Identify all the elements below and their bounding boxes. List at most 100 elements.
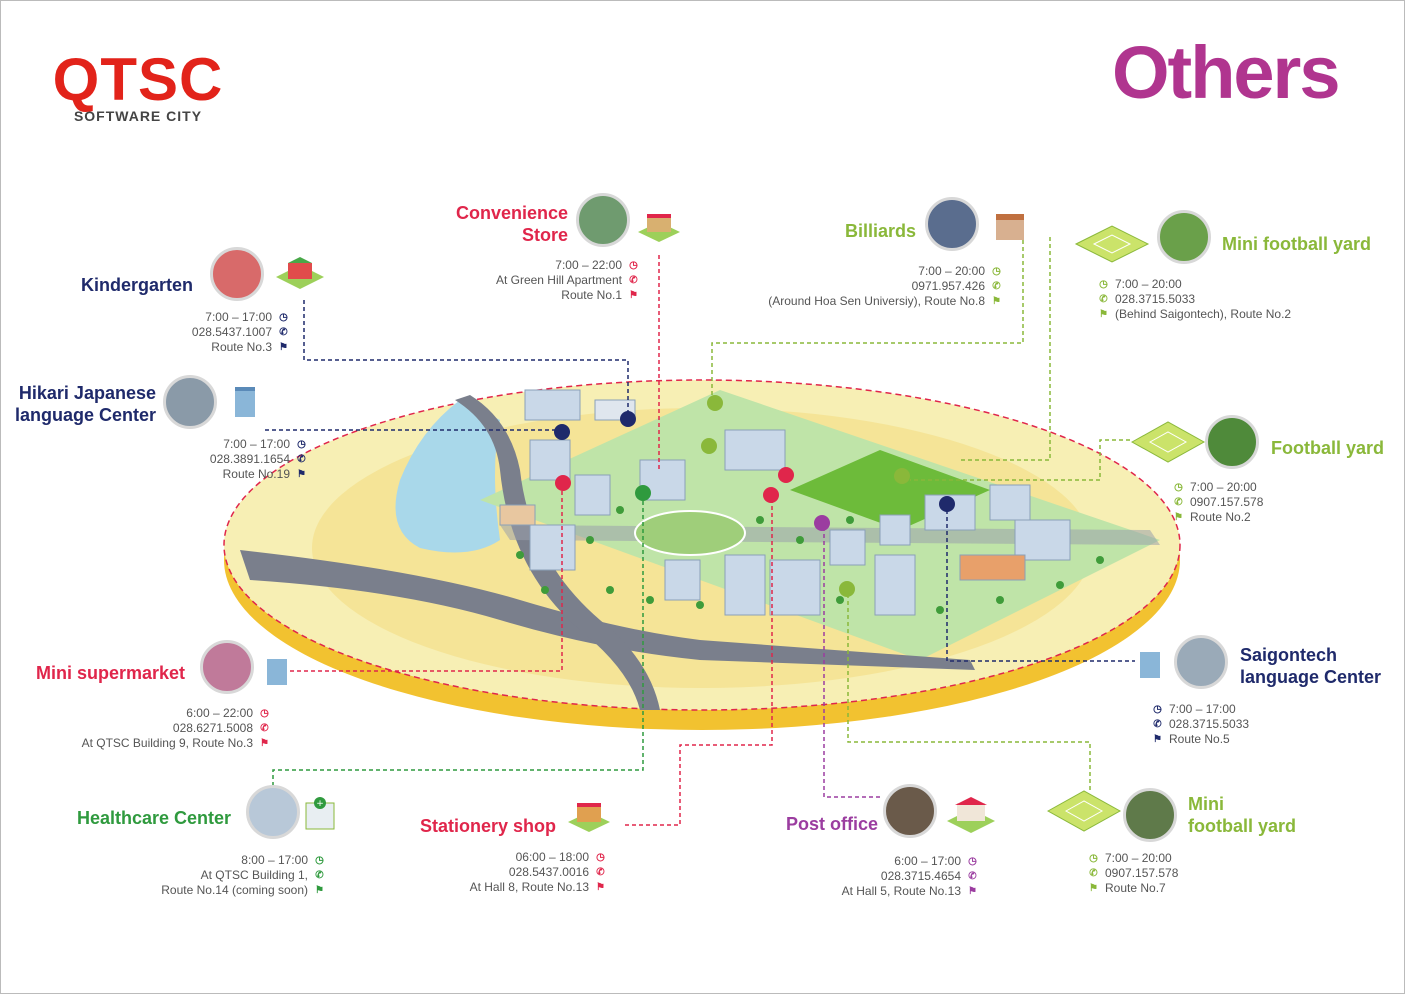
flag-icon: ⚑ [992,296,1001,307]
phone-icon: ✆ [1099,294,1108,305]
supermarket-photo [200,640,254,694]
pin-billiards [707,395,723,411]
convenience-hours: 7:00 – 22:00 [555,258,622,272]
flag-icon: ⚑ [1099,309,1108,320]
mini-football-hours: 7:00 – 20:00 [1115,277,1182,291]
flag-icon: ⚑ [596,882,605,893]
kindergarten-title: Kindergarten [81,275,194,295]
post-office-title: Post office [786,814,879,834]
saigontech-photo [1174,635,1228,689]
mini-football-photo [1157,210,1211,264]
flag-icon: ⚑ [968,886,977,897]
mini-football-info: ◷ 7:00 – 20:00 ✆ 028.3715.5033 ⚑ (Behind Sa… [1092,277,1291,322]
post-office-phone: 028.3715.4654 [880,869,961,883]
healthcare-address: At QTSC Building 1, [200,868,308,882]
leader-mini-football-2 [847,596,1091,790]
billiards-building-icon [996,214,1024,240]
mini-football-2-title-line2: football yard [1188,816,1297,836]
phone-icon: ✆ [968,871,977,882]
clock-icon: ◷ [1174,482,1183,493]
leader-mini-football [960,237,1051,461]
clock-icon: ◷ [1153,704,1162,715]
flag-icon: ⚑ [1174,512,1183,523]
pin-stationery [778,467,794,483]
post-office-building-icon [947,797,995,833]
mini-football-2-phone: 0907.157.578 [1105,866,1179,880]
convenience-location: Route No.1 [561,288,622,302]
convenience-building-icon [638,214,680,242]
phone-icon: ✆ [297,454,306,465]
mini-football-title: Mini football yard [1222,234,1372,254]
phone-icon: ✆ [1153,719,1162,730]
billiards-info: 7:00 – 20:00◷ 0971.957.426✆ (Around Hoa … [768,264,1008,309]
hikari-hours: 7:00 – 17:00 [223,437,290,451]
convenience-info: 7:00 – 22:00◷ At Green Hill Apartment✆ R… [496,258,645,303]
pin-convenience-store [620,411,636,427]
main-road [240,550,975,670]
mini-football-location: (Behind Saigontech), Route No.2 [1115,307,1292,321]
football-yard-hours: 7:00 – 20:00 [1190,480,1257,494]
football-yard-location: Route No.2 [1190,510,1251,524]
svg-text:+: + [316,799,324,809]
mini-football-field-2-icon [1046,790,1122,832]
stationery-phone: 028.5437.0016 [508,865,589,879]
post-office-hours: 6:00 – 17:00 [894,854,961,868]
curved-road [455,395,660,710]
hikari-title-line1: Hikari Japanese [18,383,156,403]
mini-football-2-info: ◷7:00 – 20:00 ✆0907.157.578 ⚑Route No.7 [1082,851,1178,896]
clock-icon: ◷ [596,852,605,863]
hikari-title: Hikari Japanese language Center [10,382,156,426]
football-yard-info: ◷7:00 – 20:00 ✆0907.157.578 ⚑Route No.2 [1167,480,1263,525]
flag-icon: ⚑ [279,342,288,353]
supermarket-hours: 6:00 – 22:00 [186,706,253,720]
healthcare-building-icon: + [305,797,335,830]
mini-football-2-hours: 7:00 – 20:00 [1105,851,1172,865]
clock-icon: ◷ [315,855,324,866]
pin-mini-football-2 [839,581,855,597]
saigontech-phone: 028.3715.5033 [1169,717,1250,731]
saigontech-title: Saigontech language Center [1240,644,1381,688]
leader-supermarket [290,490,563,672]
phone-icon: ✆ [596,867,605,878]
post-office-photo [883,784,937,838]
kindergarten-photo [210,247,264,301]
football-yard-phone: 0907.157.578 [1190,495,1264,509]
post-office-info: 6:00 – 17:00◷ 028.3715.4654✆ At Hall 5, … [842,854,984,899]
kindergarten-hours: 7:00 – 17:00 [205,310,272,324]
stationery-location: At Hall 8, Route No.13 [469,880,589,894]
supermarket-phone: 028.6271.5008 [172,721,253,735]
clock-icon: ◷ [1089,853,1098,864]
flag-icon: ⚑ [297,469,306,480]
kindergarten-location: Route No.3 [211,340,272,354]
flag-icon: ⚑ [1089,883,1098,894]
kindergarten-building-icon [276,257,324,289]
stationery-building-icon [568,803,610,832]
pin-mini-supermarket [555,475,571,491]
clock-icon: ◷ [629,260,638,271]
mini-football-phone: 028.3715.5033 [1115,292,1196,306]
flag-icon: ⚑ [260,738,269,749]
hikari-building-icon [235,387,255,417]
mini-football-2-photo [1123,788,1177,842]
logo-subtitle: SOFTWARE CITY [73,108,203,124]
football-field-icon [1130,421,1206,463]
leader-stationery [625,502,773,826]
convenience-title-line2: Store [521,225,568,245]
saigontech-title-line2: language Center [1240,667,1382,687]
mini-football-field-icon [1074,225,1150,263]
saigontech-building-icon [1140,652,1160,678]
lake [395,400,500,553]
convenience-title-line1: Convenience [455,203,568,223]
billiards-hours: 7:00 – 20:00 [918,264,985,278]
convenience-address: At Green Hill Apartment [495,273,622,287]
saigontech-location: Route No.5 [1169,732,1230,746]
clock-icon: ◷ [279,312,288,323]
pin-kindergarten [554,424,570,440]
pin-mini-football [701,438,717,454]
clock-icon: ◷ [1099,279,1108,290]
supermarket-location: At QTSC Building 9, Route No.3 [81,736,253,750]
pin-saigontech [939,496,955,512]
supermarket-info: 6:00 – 22:00◷ 028.6271.5008✆ At QTSC Bui… [82,706,276,751]
leader-saigontech [946,510,1135,662]
